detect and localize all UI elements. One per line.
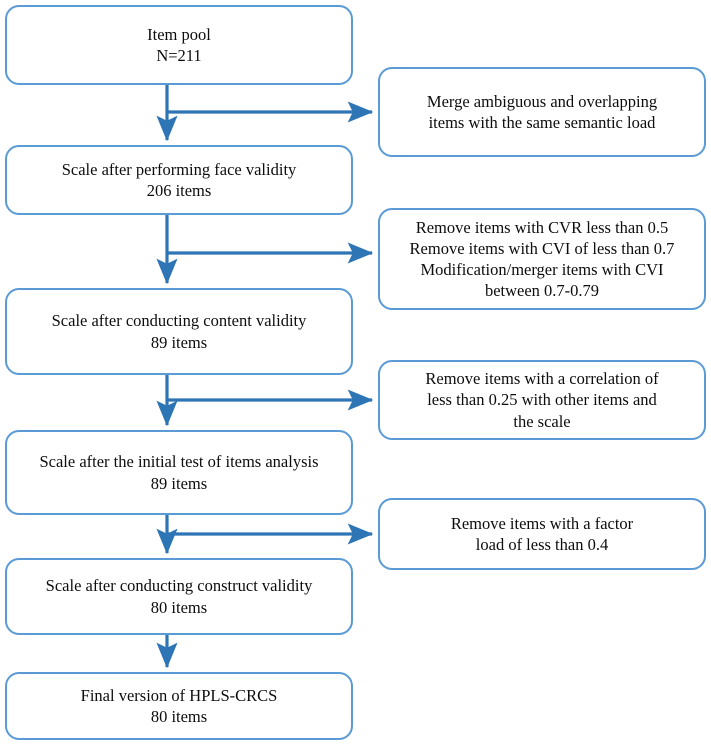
stage-box-construct-validity[interactable]: Scale after conducting construct validit… — [5, 558, 353, 635]
action-label-remove-factor-load: Remove items with a factor load of less … — [450, 513, 634, 554]
stage-box-final-version[interactable]: Final version of HPLS-CRCS 80 items — [5, 672, 353, 740]
arrow-group-4 — [156, 515, 374, 555]
action-box-merge-ambiguous[interactable]: Merge ambiguous and overlapping items wi… — [378, 67, 706, 157]
action-label-remove-cvr-cvi: Remove items with CVR less than 0.5 Remo… — [409, 217, 675, 301]
stage-box-content-validity[interactable]: Scale after conducting content validity … — [5, 288, 353, 375]
stage-label-final-version: Final version of HPLS-CRCS 80 items — [80, 685, 278, 726]
action-label-merge-ambiguous: Merge ambiguous and overlapping items wi… — [426, 91, 658, 132]
stage-box-face-validity[interactable]: Scale after performing face validity 206… — [5, 145, 353, 215]
stage-label-items-analysis: Scale after the initial test of items an… — [39, 452, 319, 493]
arrow-group-1 — [156, 85, 374, 142]
stage-label-content-validity: Scale after conducting content validity … — [51, 311, 307, 352]
arrow-group-2 — [156, 215, 374, 285]
stage-box-items-analysis[interactable]: Scale after the initial test of items an… — [5, 430, 353, 515]
arrow-group-3 — [156, 375, 374, 427]
stage-box-item-pool[interactable]: Item pool N=211 — [5, 5, 353, 85]
stage-label-item-pool: Item pool N=211 — [147, 24, 211, 65]
action-box-remove-cvr-cvi[interactable]: Remove items with CVR less than 0.5 Remo… — [378, 208, 706, 310]
action-box-remove-factor-load[interactable]: Remove items with a factor load of less … — [378, 498, 706, 570]
action-box-remove-correlation[interactable]: Remove items with a correlation of less … — [378, 360, 706, 440]
action-label-remove-correlation: Remove items with a correlation of less … — [425, 369, 659, 431]
stage-label-construct-validity: Scale after conducting construct validit… — [45, 576, 313, 617]
stage-label-face-validity: Scale after performing face validity 206… — [61, 159, 297, 200]
